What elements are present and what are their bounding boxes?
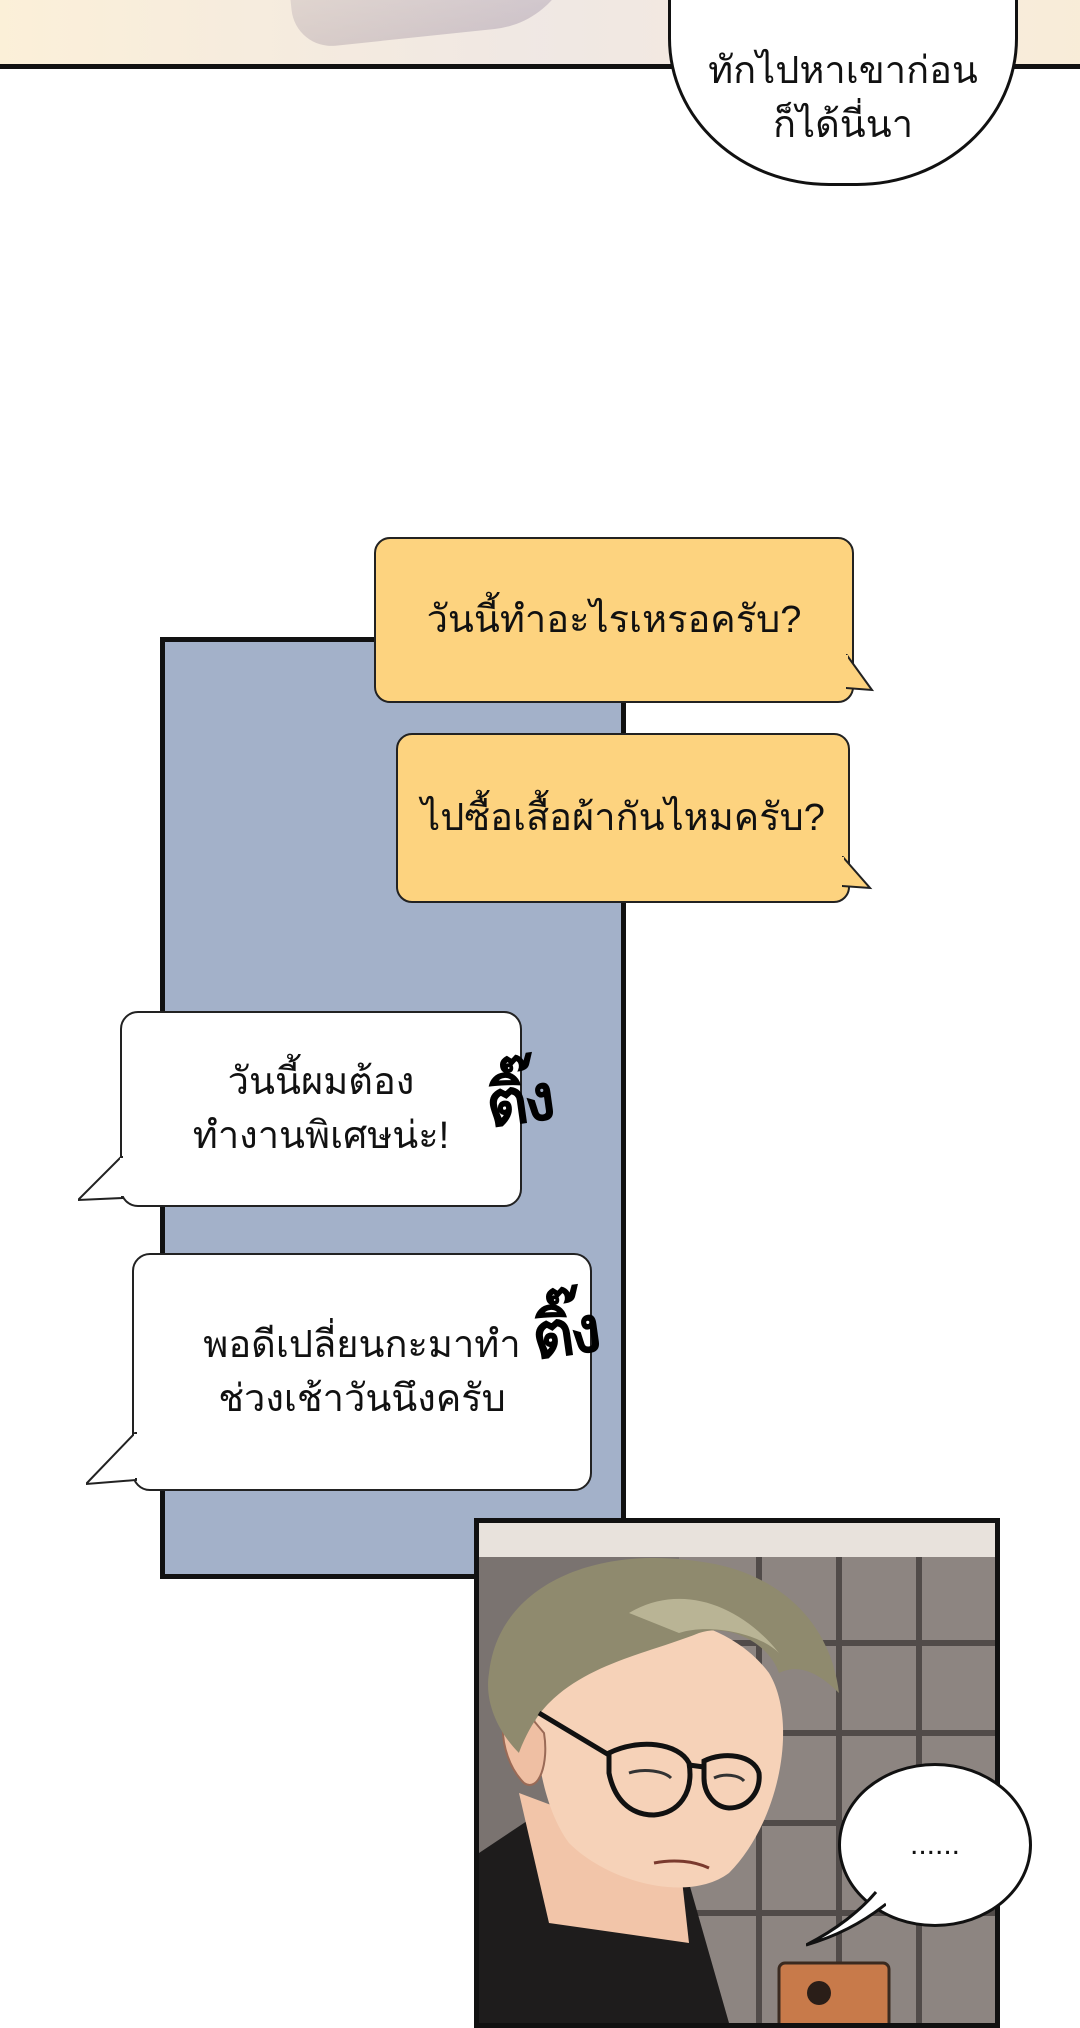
sound-effect: ติ๊ง [527,1291,602,1376]
bubble-tail [842,856,873,890]
chat-text: วันนี้ทำอะไรเหรอครับ? [426,599,802,641]
bubble-tail [78,1156,124,1202]
sound-effect: ติ๊ง [481,1059,556,1144]
chat-text: พอดีเปลี่ยนกะมาทำ [203,1324,521,1366]
chat-bubble-received: วันนี้ผมต้อง ทำงานพิเศษน่ะ! [120,1011,522,1207]
bubble-tail [806,1891,886,1947]
speech-line: ก็ได้นี่นา [772,104,914,146]
speech-line: ทักไปหาเขาก่อน [708,50,978,92]
speech-text: ...... [909,1828,960,1861]
chat-bubble-received: พอดีเปลี่ยนกะมาทำ ช่วงเช้าวันนึงครับ [132,1253,592,1491]
bubble-tail [846,654,875,692]
chat-bubble-sent: วันนี้ทำอะไรเหรอครับ? [374,537,854,703]
chat-text: ไปซื้อเสื้อผ้ากันไหมครับ? [421,797,825,839]
chat-text: ทำงานพิเศษน่ะ! [192,1115,450,1157]
chat-text: ช่วงเช้าวันนึงครับ [218,1378,506,1420]
chat-text: วันนี้ผมต้อง [227,1061,415,1103]
speech-bubble-top: ทักไปหาเขาก่อน ก็ได้นี่นา [668,0,1018,186]
chat-bubble-sent: ไปซื้อเสื้อผ้ากันไหมครับ? [396,733,850,903]
bubble-tail [86,1432,138,1486]
